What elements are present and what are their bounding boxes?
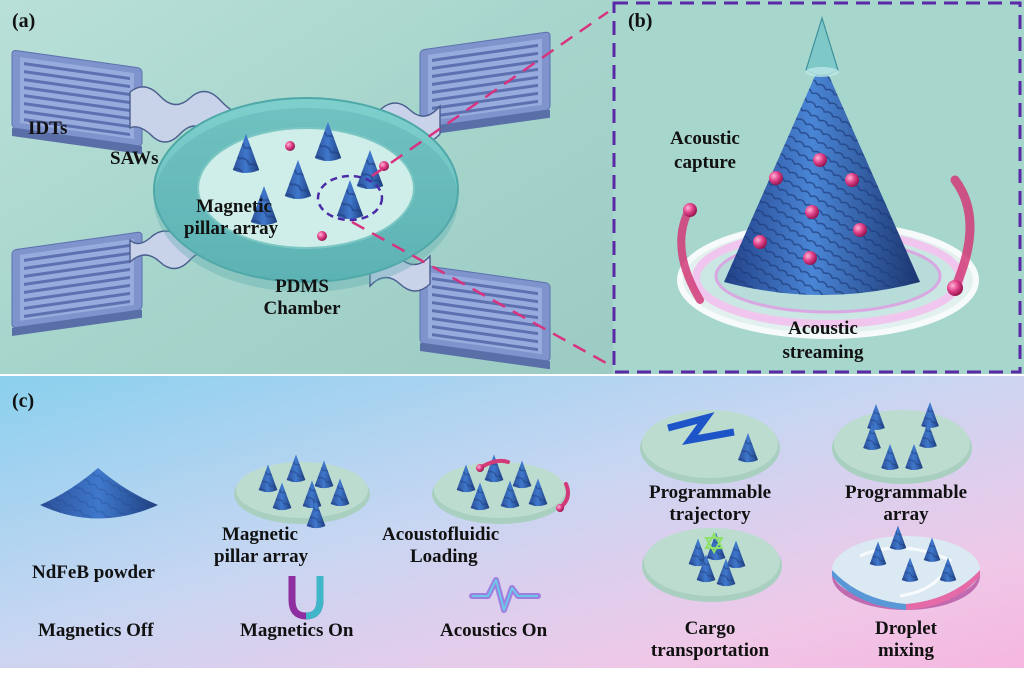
pillar-array-plate-c xyxy=(234,454,370,529)
acoustic-capture-label-line2: capture xyxy=(674,152,736,173)
captured-particles xyxy=(753,153,867,265)
panel-b-dashed-border xyxy=(612,1,1022,374)
panel-c-tag: (c) xyxy=(12,390,35,412)
programmable-array-scene xyxy=(832,402,972,484)
cargo-star-icon xyxy=(704,531,724,555)
programmable-trajectory-label-line2: trajectory xyxy=(669,504,751,525)
cargo-transportation-scene xyxy=(642,528,782,602)
magnetic-pillar-array-label-c-line2: pillar array xyxy=(214,546,309,567)
highlight-circle xyxy=(316,174,384,222)
acoustofluidic-loading-plate xyxy=(432,454,570,524)
acoustofluidic-loading-label-line2: Loading xyxy=(410,546,478,567)
magnetics-off-label: Magnetics Off xyxy=(38,620,154,641)
programmable-trajectory-scene xyxy=(640,410,780,484)
connector-line-top xyxy=(371,10,609,178)
magnetic-pillar-cone xyxy=(724,15,920,295)
pdms-chamber-label-line1: PDMS xyxy=(275,276,329,297)
droplet-mixing-label-line1: Droplet xyxy=(875,618,937,639)
panel-a-tag: (a) xyxy=(12,10,36,32)
magnet-icon xyxy=(288,576,324,620)
droplet-mixing-scene xyxy=(832,525,980,610)
acoustic-capture-label-line1: Acoustic xyxy=(670,128,740,149)
programmable-trajectory-label-line1: Programmable xyxy=(648,482,772,503)
acoustics-on-label: Acoustics On xyxy=(440,620,548,641)
pdms-chamber-label-line2: Chamber xyxy=(263,298,341,319)
idt-bottom-left xyxy=(10,230,144,338)
idts-label: IDTs xyxy=(28,118,68,139)
acoustic-streaming-label-line2: streaming xyxy=(782,342,864,363)
magnetic-pillar-array-label-c-line1: Magnetic xyxy=(222,524,298,545)
acoustic-streaming-label-line1: Acoustic xyxy=(788,318,858,339)
programmable-array-label-line2: array xyxy=(883,504,929,525)
particles-a xyxy=(285,141,389,241)
magnetic-pillar-array-label-a-line2: pillar array xyxy=(184,218,279,239)
magnetics-on-label: Magnetics On xyxy=(240,620,354,641)
pdms-chamber xyxy=(153,97,459,292)
magnetic-pillar-array-label-a-line1: Magnetic xyxy=(196,196,272,217)
cargo-transportation-label-line2: transportation xyxy=(650,640,770,661)
ndfeb-powder-label: NdFeB powder xyxy=(32,562,155,583)
saws-label: SAWs xyxy=(110,148,159,169)
panel-b-tag: (b) xyxy=(628,10,653,32)
connector-line-bottom xyxy=(351,220,609,366)
programmable-array-label-line1: Programmable xyxy=(844,482,968,503)
acoustofluidic-loading-label-line1: Acoustofluidic xyxy=(382,524,500,545)
acoustic-wave-icon xyxy=(469,577,541,613)
idt-bottom-right xyxy=(418,263,552,371)
ndfeb-powder-pile xyxy=(40,468,158,519)
droplet-mixing-label-line2: mixing xyxy=(878,640,934,661)
cargo-transportation-label-line1: Cargo xyxy=(684,618,736,639)
